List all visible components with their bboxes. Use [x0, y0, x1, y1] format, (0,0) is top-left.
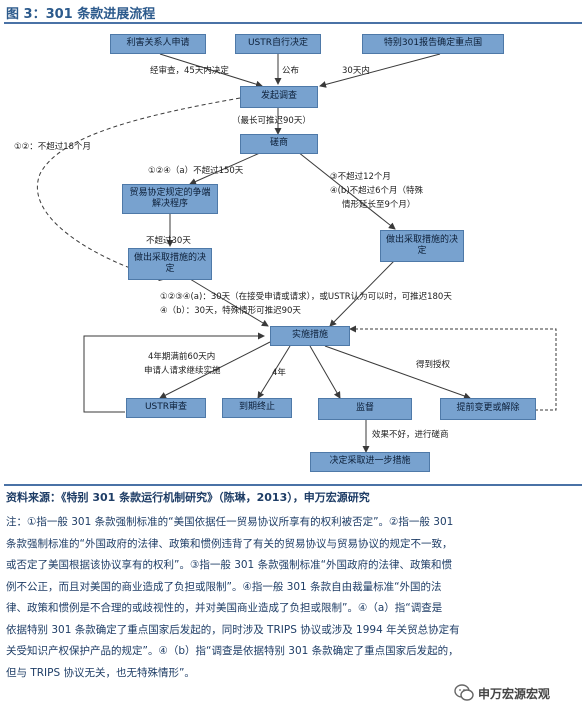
arrow-review-loop: [83, 332, 265, 413]
box-ustr-self: USTR自行决定: [235, 34, 321, 54]
box-petition: 利害关系人申请: [110, 34, 206, 54]
note-line: 但与 TRIPS 协议无关，也无特殊情形”。: [6, 666, 195, 679]
arrow-consult-decideb: [297, 151, 396, 230]
arrow-consult-trade: [189, 151, 263, 185]
label-years4a: 4年期满前60天内: [148, 352, 216, 362]
arrow-implement-review: [159, 341, 271, 399]
flowchart-connectors: [37, 53, 557, 453]
label-review45: 经审查，45天内决定: [150, 66, 229, 76]
label-days30: 30天内: [342, 66, 370, 76]
label-within18: ①②：不超过18个月: [14, 142, 92, 152]
watermark-text: 申万宏源宏观: [478, 686, 551, 701]
note-line: 依据特别 301 条款确定了重点国家后发起的，同时涉及 TRIPS 协议或涉及 …: [6, 623, 460, 636]
box-modify: 提前变更或解除: [440, 398, 536, 420]
note-line: 例不公正，而且对美国的商业造成了负担或限制”。④指一般 301 条款自由裁量标准…: [6, 580, 442, 593]
arrow-investigate-dashed: [37, 97, 241, 282]
label-max90: （最长可推迟90天）: [232, 116, 311, 126]
note-line: 关受知识产权保护产品的规定”。④（b）指“调查是依据特别 301 条款确定了重点…: [6, 645, 459, 657]
box-ustr-review: USTR审查: [126, 398, 206, 418]
box-decide-b: 做出采取措施的决定: [380, 230, 464, 262]
note-line: 或否定了美国根据该协议享有的权利”。③指一般 301 条款强制标准“外国政府的法…: [6, 559, 453, 571]
label-authorized: 得到授权: [416, 360, 451, 370]
note-line: 注：①指一般 301 条款强制标准的“美国依据任一贸易协议所享有的权利被否定”。…: [6, 516, 454, 528]
label-within6b: 情形延长至9个月）: [342, 200, 416, 210]
note-line: 条款强制标准的“外国政府的法律、政策和惯例违背了有关的贸易协议与贸易协议的规定不…: [6, 537, 453, 550]
box-consult: 磋商: [240, 134, 318, 154]
box-trade-agreement: 贸易协定规定的争端解决程序: [122, 184, 218, 214]
label-rule1: ①②③④(a)：30天（在接受申请或请求），或USTR认为可以时，可推迟180天: [160, 292, 452, 302]
label-not30: 不超过30天: [146, 236, 191, 246]
figure-title: 图 3：301 条款进展流程: [6, 7, 156, 22]
box-implement: 实施措施: [270, 326, 350, 346]
label-years4: 4年: [272, 368, 286, 378]
arrow-implement-expire: [257, 345, 291, 399]
wechat-icon: [454, 684, 474, 701]
arrow-special-investigate: [319, 53, 441, 88]
box-decide-a: 做出采取措施的决定: [128, 248, 212, 280]
arrow-decidea-implement: [189, 278, 269, 327]
label-within150: ①②④（a）不超过150天: [148, 166, 244, 176]
box-further: 决定采取进一步措施: [310, 452, 430, 472]
note-line: 律、政策和惯例是不合理的或歧视性的，并对美国商业造成了负担或限制”。④（a）指“…: [6, 602, 443, 614]
source-line: 资料来源：《特别 301 条款运行机制研究》（陈琳，2013），申万宏源研究: [6, 491, 370, 504]
label-bad-effect: 效果不好，进行磋商: [372, 430, 449, 440]
label-rule2: ④（b）：30天，特殊情形可推迟90天: [160, 306, 301, 316]
box-monitor: 监督: [318, 398, 412, 420]
box-investigate: 发起调查: [240, 86, 318, 108]
label-within6: ④(b)不超过6个月（特殊: [330, 186, 424, 196]
box-special301: 特别301报告确定重点国: [362, 34, 504, 54]
arrow-petition-investigate: [159, 53, 263, 88]
label-within12: ③不超过12个月: [330, 172, 391, 182]
arrow-implement-modify: [324, 345, 471, 400]
box-expire: 到期终止: [222, 398, 292, 418]
arrow-decideb-implement: [329, 259, 396, 327]
flowchart: 利害关系人申请 USTR自行决定 特别301报告确定重点国 经审查，45天内决定…: [0, 24, 586, 484]
bottom-divider: [4, 484, 582, 486]
arrow-implement-monitor: [309, 345, 341, 399]
watermark: 申万宏源宏观: [454, 684, 550, 702]
label-years4b: 申请人请求继续实施: [144, 366, 221, 376]
label-announce: 公布: [282, 66, 300, 76]
notes: 注：①指一般 301 条款强制标准的“美国依据任一贸易协议所享有的权利被否定”。…: [6, 512, 580, 684]
title-divider: [4, 22, 582, 24]
